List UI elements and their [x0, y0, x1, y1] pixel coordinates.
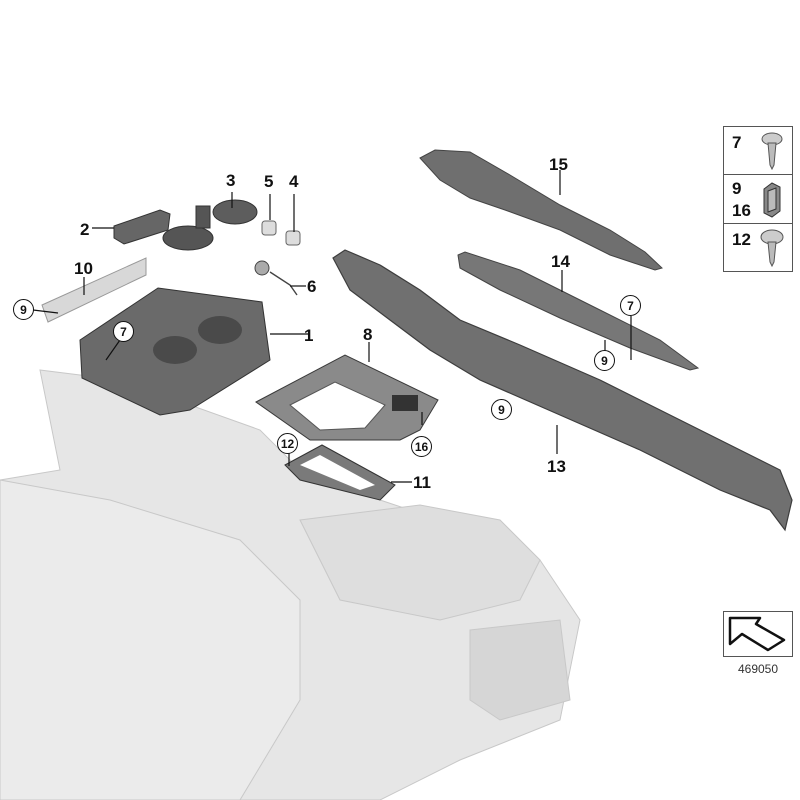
callout-6: 6 — [307, 277, 317, 296]
part-6 — [254, 260, 270, 276]
part-4 — [285, 230, 301, 246]
callout-14: 14 — [551, 252, 570, 271]
callout-7-circled: 7 — [113, 321, 134, 342]
callout-9-circled: 9 — [594, 350, 615, 371]
callout-1: 1 — [304, 326, 314, 345]
callout-13: 13 — [547, 457, 566, 476]
callout-9-circled: 9 — [13, 299, 34, 320]
part-15 — [419, 149, 663, 271]
callout-8: 8 — [363, 325, 373, 344]
callout-11: 11 — [413, 473, 431, 492]
legend-row: 7 — [724, 127, 792, 175]
callout-16-circled: 16 — [411, 436, 432, 457]
callout-5: 5 — [264, 172, 274, 191]
callout-4: 4 — [289, 172, 299, 191]
center-console-body — [0, 369, 581, 800]
part-5 — [261, 220, 277, 236]
leader-lines — [32, 170, 632, 483]
part-10 — [41, 257, 147, 323]
callout-12-circled: 12 — [277, 433, 298, 454]
legend-number: 7 — [732, 133, 742, 152]
legend-row: 9 16 — [724, 175, 792, 224]
callout-15: 15 — [549, 155, 568, 174]
legend-number: 16 — [732, 201, 751, 220]
callout-3: 3 — [226, 171, 236, 190]
part-2 — [113, 209, 171, 245]
diagram-reference-number: 469050 — [737, 662, 779, 676]
fastener-legend: 7 9 16 12 — [723, 126, 793, 272]
part-13 — [332, 249, 793, 532]
part-14 — [457, 251, 700, 371]
clip-icon — [763, 182, 781, 218]
callout-10: 10 — [74, 259, 93, 278]
legend-number: 9 — [732, 179, 742, 198]
arrow-icon — [728, 616, 786, 652]
legend-row: 12 — [724, 224, 792, 271]
callout-9-circled: 9 — [491, 399, 512, 420]
callout-2: 2 — [80, 220, 90, 239]
part-3a — [162, 225, 214, 251]
screw-icon — [760, 229, 784, 268]
part-3b — [212, 199, 258, 225]
screw-icon — [761, 132, 783, 171]
legend-number: 12 — [732, 230, 751, 249]
callout-7-circled: 7 — [620, 295, 641, 316]
orientation-reference-box — [723, 611, 793, 657]
